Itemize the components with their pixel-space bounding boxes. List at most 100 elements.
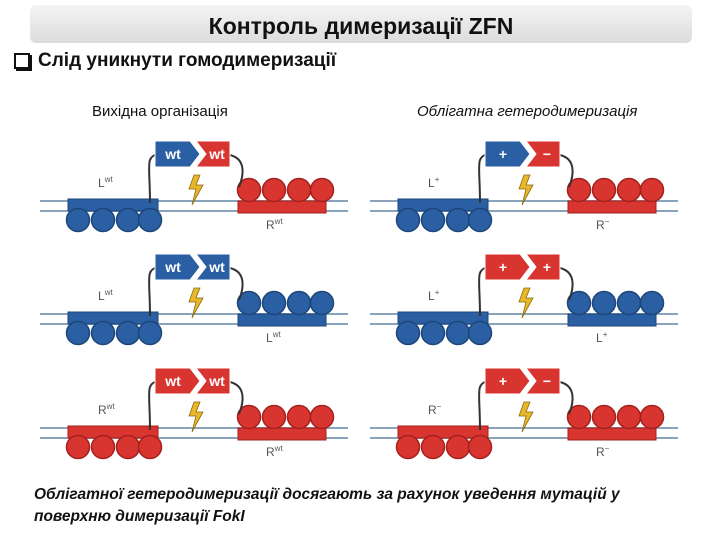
right-dna-binding-bar [237, 200, 327, 214]
lightning-icon [518, 287, 534, 319]
foki-bottom-label: wt [208, 373, 225, 389]
right-dna-binding-bar [567, 200, 657, 214]
foki-bottom-label: wt [208, 146, 225, 162]
zinc-finger-sphere [309, 404, 335, 430]
zinc-finger-sphere [445, 434, 471, 460]
foki-bottom-label: wt [208, 259, 225, 275]
foki-domain-top [154, 253, 201, 281]
zinc-finger-sphere [616, 404, 642, 430]
zinc-finger-sphere [467, 434, 493, 460]
zinc-finger-sphere [420, 320, 446, 346]
zinc-finger-sphere [286, 290, 312, 316]
right-linker [229, 267, 244, 301]
zinc-finger-sphere [65, 207, 91, 233]
right-dna-binding-bar [237, 313, 327, 327]
left-dna-binding-bar [67, 425, 159, 439]
zinc-finger-sphere [137, 320, 163, 346]
zinc-finger-sphere [591, 404, 617, 430]
footer-text: Облігатної гетеродимеризації досягають з… [34, 486, 620, 525]
foki-domain-top [484, 140, 531, 168]
zinc-finger-sphere [395, 320, 421, 346]
zinc-finger-sphere [236, 404, 262, 430]
lightning-icon [188, 401, 204, 433]
foki-top-label: + [499, 146, 507, 162]
right-zfn-label: Rwt [266, 217, 283, 232]
left-zfn-label: L+ [428, 175, 440, 190]
column-heading-original: Вихідна організація [92, 103, 228, 120]
zinc-finger-sphere [261, 404, 287, 430]
zinc-finger-sphere [90, 320, 116, 346]
zinc-finger-sphere [236, 177, 262, 203]
zinc-finger-sphere [445, 320, 471, 346]
right-linker [559, 154, 574, 188]
right-dna-binding-bar [567, 313, 657, 327]
zinc-finger-sphere [566, 404, 592, 430]
lightning-icon [188, 174, 204, 206]
foki-top-label: wt [164, 146, 181, 162]
right-zfn-label: Rwt [266, 444, 283, 459]
zinc-finger-sphere [639, 290, 665, 316]
left-zfn-label: R− [428, 402, 442, 417]
zinc-finger-sphere [309, 177, 335, 203]
zinc-finger-sphere [591, 177, 617, 203]
right-zfn-label: R− [596, 217, 610, 232]
right-dna-binding-bar [567, 427, 657, 441]
zinc-finger-sphere [420, 434, 446, 460]
left-dna-binding-bar [67, 198, 159, 212]
checkbox-bullet-icon [14, 53, 30, 69]
slide-title: Контроль димеризації ZFN [208, 13, 514, 39]
zinc-finger-sphere [286, 177, 312, 203]
zinc-finger-sphere [137, 207, 163, 233]
right-zfn-label: L+ [596, 330, 608, 345]
zinc-finger-sphere [616, 177, 642, 203]
zinc-finger-sphere [639, 177, 665, 203]
zinc-finger-sphere [467, 320, 493, 346]
bullet-text: Слід уникнути гомодимеризації [38, 50, 337, 71]
zfn-panel: + − L+ R− [370, 140, 678, 233]
foki-top-label: + [499, 373, 507, 389]
left-zfn-label: Rwt [98, 402, 115, 417]
right-linker [229, 154, 244, 188]
column-heading-obligate: Облігатна гетеродимеризація [417, 103, 638, 120]
zinc-finger-sphere [420, 207, 446, 233]
zinc-finger-sphere [309, 290, 335, 316]
left-dna-binding-bar [397, 198, 489, 212]
foki-domain-top [154, 367, 201, 395]
zinc-finger-sphere [137, 434, 163, 460]
zinc-finger-sphere [286, 404, 312, 430]
zinc-finger-sphere [467, 207, 493, 233]
foki-domain-top [484, 367, 531, 395]
foki-top-label: wt [164, 259, 181, 275]
zinc-finger-sphere [90, 434, 116, 460]
zinc-finger-sphere [395, 434, 421, 460]
zinc-finger-sphere [591, 290, 617, 316]
left-dna-binding-bar [397, 311, 489, 325]
left-zfn-label: L+ [428, 288, 440, 303]
zinc-finger-sphere [566, 290, 592, 316]
right-linker [559, 381, 574, 415]
bullet-point: Слід уникнути гомодимеризації [14, 50, 336, 72]
lightning-icon [518, 174, 534, 206]
foki-bottom-label: − [543, 146, 551, 162]
zinc-finger-sphere [566, 177, 592, 203]
foki-domain-bottom [524, 140, 561, 168]
right-linker [229, 381, 244, 415]
foki-top-label: + [499, 259, 507, 275]
foki-domain-top [484, 253, 531, 281]
foki-domain-bottom [524, 367, 561, 395]
zinc-finger-sphere [65, 434, 91, 460]
left-zfn-label: Lwt [98, 288, 113, 303]
zinc-finger-sphere [90, 207, 116, 233]
right-zfn-label: R− [596, 444, 610, 459]
zinc-finger-sphere [236, 290, 262, 316]
zfn-panel: +−R−R− [370, 367, 678, 460]
zinc-finger-sphere [261, 177, 287, 203]
foki-bottom-label: + [543, 259, 551, 275]
zinc-finger-sphere [445, 207, 471, 233]
right-zfn-label: Lwt [266, 330, 281, 345]
left-dna-binding-bar [397, 425, 489, 439]
lightning-icon [188, 287, 204, 319]
